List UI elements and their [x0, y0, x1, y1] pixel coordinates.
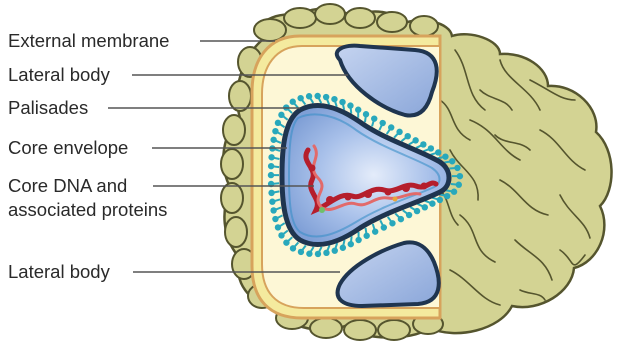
palisade-head — [314, 93, 320, 99]
palisade-head — [429, 200, 435, 206]
label-palisades: Palisades — [8, 97, 88, 119]
palisade-head — [435, 149, 441, 155]
palisade-head — [268, 172, 274, 178]
palisade-head — [348, 241, 354, 247]
palisade-head — [405, 133, 411, 139]
palisade-head — [272, 128, 278, 134]
palisade-head — [372, 228, 378, 234]
palisade-head — [290, 245, 296, 251]
label-external-membrane: External membrane — [8, 30, 169, 52]
palisade-head — [420, 141, 426, 147]
palisade-head — [278, 232, 284, 238]
palisade-head — [406, 212, 412, 218]
palisade-head — [457, 173, 463, 179]
palisade-head — [422, 204, 428, 210]
palisade-head — [389, 220, 395, 226]
palisade-head — [347, 102, 353, 108]
palisade-head — [396, 129, 402, 135]
palisade-head — [449, 158, 455, 164]
palisade-head — [454, 165, 460, 171]
palisade-head — [444, 193, 450, 199]
palisade-head — [270, 207, 276, 213]
palisade-head — [323, 250, 329, 256]
palisade-head — [269, 199, 275, 205]
label-core-dna-line1: Core DNA and — [8, 175, 127, 197]
palisade-head — [456, 182, 462, 188]
palisade-head — [363, 233, 369, 239]
palisade-head — [315, 251, 321, 257]
palisade-head — [388, 124, 394, 130]
palisade-head — [414, 208, 420, 214]
palisade-head — [363, 111, 369, 117]
palisade-head — [332, 247, 338, 253]
palisade-head — [272, 216, 278, 222]
label-core-envelope: Core envelope — [8, 137, 128, 159]
palisade-head — [340, 245, 346, 251]
palisade-head — [268, 154, 274, 160]
palisade-head — [297, 95, 303, 101]
palisade-head — [355, 107, 361, 113]
palisade-head — [268, 163, 274, 169]
palisade-head — [442, 153, 448, 159]
palisade-head — [381, 224, 387, 230]
palisade-head — [339, 99, 345, 105]
palisade-head — [275, 120, 281, 126]
palisade-head — [371, 115, 377, 121]
palisade-head — [275, 224, 281, 230]
palisade-head — [451, 189, 457, 195]
palisade-head — [331, 96, 337, 102]
palisade-head — [306, 93, 312, 99]
palisade-head — [290, 99, 296, 105]
palisade-head — [428, 145, 434, 151]
label-lateral-body-bottom: Lateral body — [8, 261, 110, 283]
palisade-head — [278, 112, 284, 118]
palisade-head — [323, 94, 329, 100]
label-core-dna-line2: associated proteins — [8, 199, 167, 221]
palisade-head — [355, 237, 361, 243]
palisade-head — [437, 197, 443, 203]
label-lateral-body-top: Lateral body — [8, 64, 110, 86]
palisade-head — [283, 239, 289, 245]
palisade-head — [298, 249, 304, 255]
palisade-head — [379, 120, 385, 126]
palisade-head — [306, 251, 312, 257]
palisade-head — [412, 137, 418, 143]
palisade-head — [270, 137, 276, 143]
palisade-head — [398, 216, 404, 222]
palisade-head — [268, 190, 274, 196]
